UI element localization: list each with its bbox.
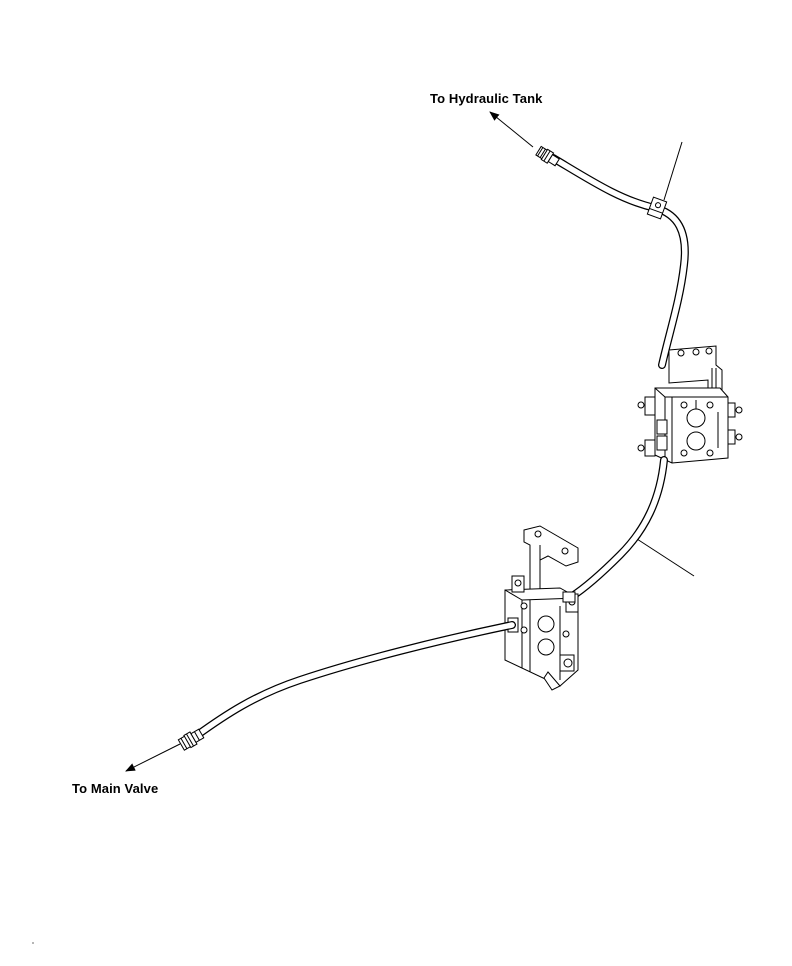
label-to-hydraulic-tank: To Hydraulic Tank xyxy=(430,91,543,106)
middle-hose xyxy=(567,456,668,601)
tank-fitting xyxy=(535,145,560,167)
main-valve-fitting xyxy=(177,728,205,751)
leader-line-clamp xyxy=(663,141,683,201)
upper-valve-block xyxy=(637,345,743,464)
label-to-main-valve: To Main Valve xyxy=(72,781,159,796)
lower-hose xyxy=(192,621,516,740)
arrow-to-main-valve xyxy=(125,743,181,772)
arrow-to-hydraulic-tank xyxy=(489,111,534,148)
hose-clamp xyxy=(646,196,668,220)
lower-valve-block xyxy=(504,525,579,691)
scan-speck xyxy=(32,942,34,944)
upper-hose xyxy=(549,154,689,369)
leader-line-hose xyxy=(636,538,695,577)
